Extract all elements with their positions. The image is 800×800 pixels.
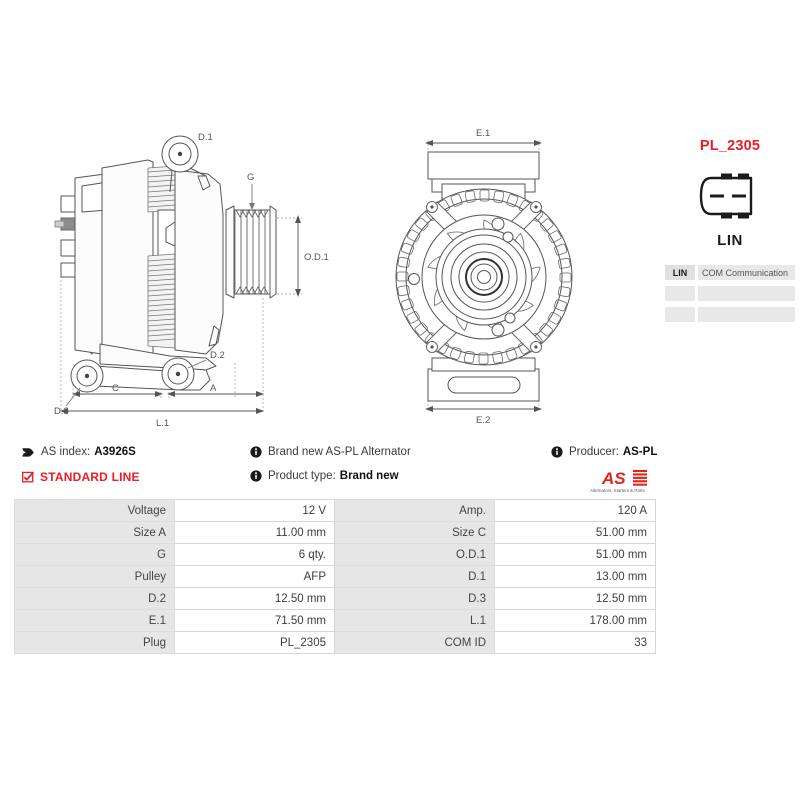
spec-label: Voltage [14, 499, 175, 522]
spec-label: Size C [334, 521, 495, 544]
product-type-value: Brand new [339, 470, 399, 482]
legend-value [698, 307, 795, 322]
spec-label: D.1 [334, 565, 495, 588]
dimension-label-l1: L.1 [156, 418, 169, 429]
as-index-label: AS index: [41, 446, 91, 458]
info-icon [250, 470, 262, 482]
producer-label: Producer: [569, 446, 619, 458]
alternator-front-view-drawing: E.1 E.2 [395, 128, 573, 426]
plug-legend: LIN COM Communication [665, 265, 795, 322]
spec-value: AFP [174, 565, 335, 588]
spec-value: 51.00 mm [494, 521, 656, 544]
spec-value: 12.50 mm [494, 587, 656, 610]
plug-code: PL_2305 [699, 138, 761, 154]
table-row: G 6 qty. O.D.1 51.00 mm [14, 543, 656, 566]
spec-value: 12.50 mm [174, 587, 335, 610]
table-row: E.1 71.50 mm L.1 178.00 mm [14, 609, 656, 632]
spec-value: PL_2305 [174, 631, 335, 654]
info-icon [551, 446, 563, 458]
as-index-info: AS index: A3926S [22, 446, 136, 458]
dimension-label-d3: D.3 [54, 406, 69, 417]
spec-label: Pulley [14, 565, 175, 588]
spec-label: Size A [14, 521, 175, 544]
brand-new-info: Brand new AS-PL Alternator [250, 446, 411, 458]
table-row: Size A 11.00 mm Size C 51.00 mm [14, 521, 656, 544]
standard-line-label: STANDARD LINE [40, 470, 140, 484]
spec-value: 178.00 mm [494, 609, 656, 632]
plug-name: LIN [717, 232, 743, 249]
spec-label: G [14, 543, 175, 566]
dimension-label-a: A [210, 383, 217, 394]
legend-key: LIN [665, 265, 695, 280]
brand-new-label: Brand new AS-PL Alternator [268, 446, 411, 458]
logo-mark: AS [601, 469, 626, 488]
product-info-strip: AS index: A3926S STANDARD LINE Brand new… [0, 437, 800, 495]
spec-label: O.D.1 [334, 543, 495, 566]
legend-key [665, 307, 695, 322]
as-pl-logo: AS Alternators, Starters & Parts [586, 467, 662, 500]
legend-row: LIN COM Communication [665, 265, 795, 280]
specifications-table: Voltage 12 V Amp. 120 A Size A 11.00 mm … [14, 499, 656, 654]
spec-value: 120 A [494, 499, 656, 522]
spec-value: 13.00 mm [494, 565, 656, 588]
connector-plug-icon [699, 173, 753, 219]
spec-label: D.2 [14, 587, 175, 610]
dimension-label-d2: D.2 [210, 350, 225, 361]
spec-value: 71.50 mm [174, 609, 335, 632]
legend-row [665, 286, 795, 301]
table-row: D.2 12.50 mm D.3 12.50 mm [14, 587, 656, 610]
spec-value: 11.00 mm [174, 521, 335, 544]
dimension-label-e1: E.1 [476, 128, 490, 139]
plug-figure [665, 170, 795, 227]
info-icon [250, 446, 262, 458]
dimension-label-c: C [112, 383, 119, 394]
dimension-label-od1: O.D.1 [304, 252, 329, 263]
product-type-label: Product type: [268, 470, 336, 482]
spec-label: Amp. [334, 499, 495, 522]
spec-label: L.1 [334, 609, 495, 632]
table-row: Pulley AFP D.1 13.00 mm [14, 565, 656, 588]
spec-label: COM ID [334, 631, 495, 654]
spec-value: 33 [494, 631, 656, 654]
dimension-label-e2: E.2 [476, 415, 490, 426]
alternator-side-view-drawing: D.1 G O.D.1 D.2 D.3 C A L.1 [54, 132, 329, 429]
producer-value: AS-PL [622, 446, 658, 458]
producer-info: Producer: AS-PL [551, 446, 657, 458]
checkbox-checked-icon [22, 471, 34, 483]
table-row: Voltage 12 V Amp. 120 A [14, 499, 656, 522]
technical-drawings-area: D.1 G O.D.1 D.2 D.3 C A L.1 [54, 128, 573, 429]
legend-row [665, 307, 795, 322]
legend-key [665, 286, 695, 301]
plug-panel: PL_2305 LIN LIN COM Communication [665, 138, 795, 328]
table-row: Plug PL_2305 COM ID 33 [14, 631, 656, 654]
spec-value: 6 qty. [174, 543, 335, 566]
dimension-label-g: G [247, 172, 254, 183]
logo-tagline: Alternators, Starters & Parts [590, 488, 645, 493]
spec-value: 51.00 mm [494, 543, 656, 566]
as-index-value: A3926S [94, 446, 136, 458]
product-type-info: Product type: Brand new [250, 470, 399, 482]
spec-label: E.1 [14, 609, 175, 632]
dimension-label-d1: D.1 [198, 132, 213, 143]
spec-label: D.3 [334, 587, 495, 610]
tag-icon [22, 447, 35, 458]
standard-line-badge: STANDARD LINE [22, 470, 140, 484]
spec-label: Plug [14, 631, 175, 654]
spec-value: 12 V [174, 499, 335, 522]
legend-value [698, 286, 795, 301]
legend-value: COM Communication [698, 265, 795, 280]
